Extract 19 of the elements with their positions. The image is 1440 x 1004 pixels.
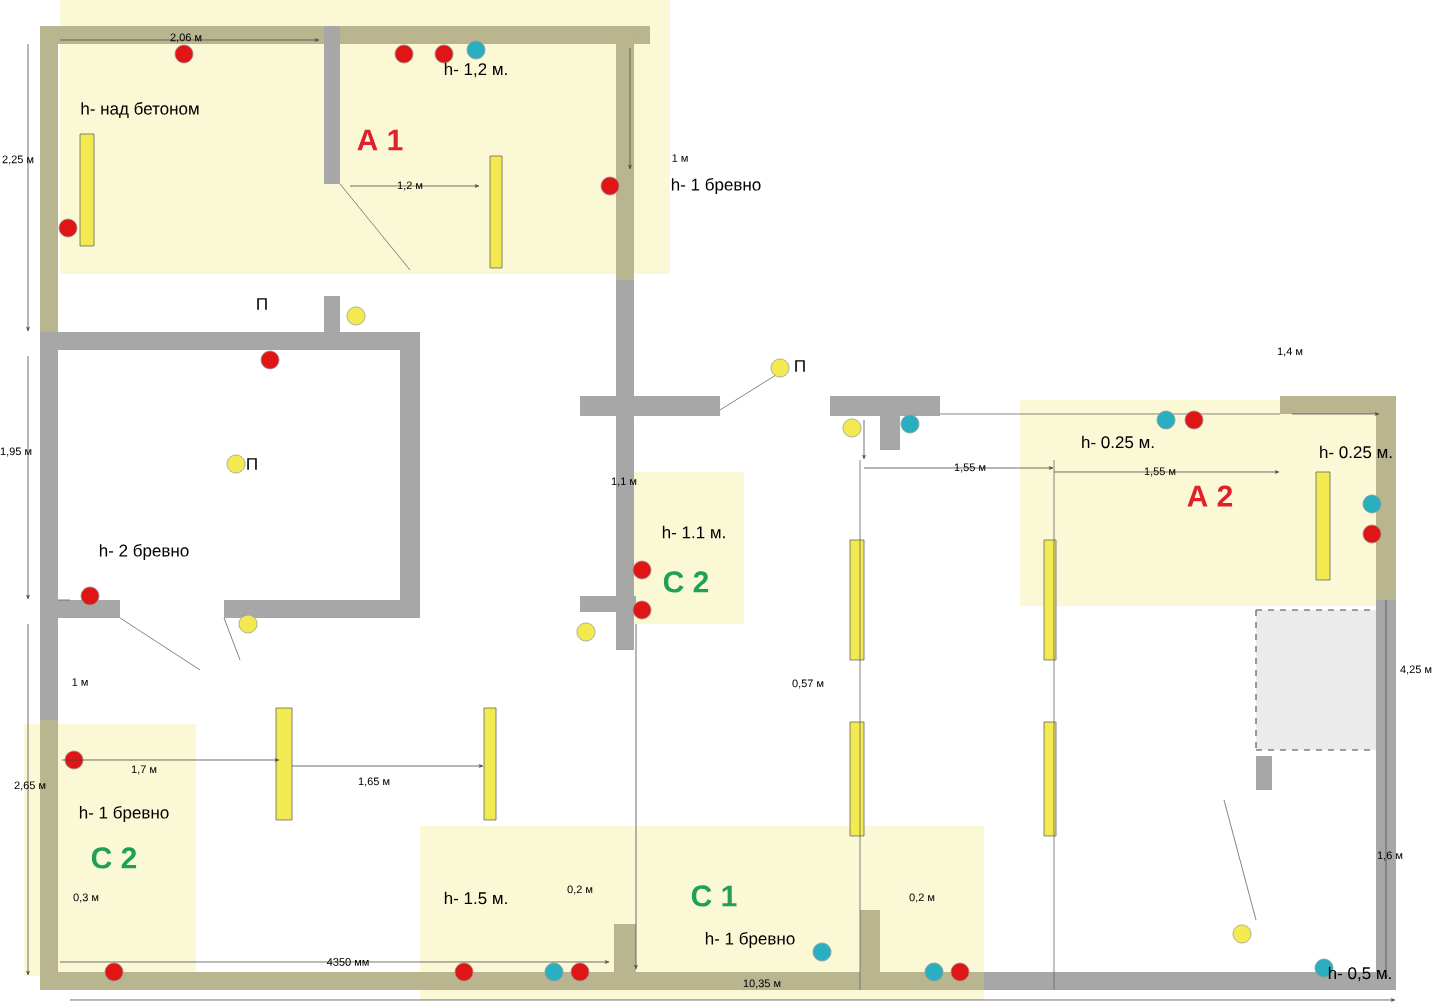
zone-label: С 1 (691, 885, 737, 907)
height-note: h- 1 бревно (671, 177, 761, 194)
height-note: h- 1,2 м. (444, 62, 507, 78)
height-note: h- 0.25 м. (1082, 435, 1154, 449)
switch-label: П (257, 298, 267, 310)
zone-label: С 2 (91, 847, 137, 869)
switch-label: П (795, 360, 805, 372)
height-note: h- 1 бревно (79, 805, 169, 822)
zone-label: А 1 (357, 129, 403, 151)
height-note: h- 1 бревно (705, 931, 795, 948)
height-note: h- 1.5 м. (444, 891, 507, 905)
height-note: h- 1.1 м. (662, 525, 725, 539)
height-note: h- над бетоном (81, 102, 199, 118)
height-note: h- 2 бревно (99, 543, 189, 560)
zone-label: С 2 (663, 571, 709, 593)
zone-label: А 2 (1187, 485, 1233, 507)
height-note: h- 0.25 м. (1320, 445, 1392, 459)
switch-label: П (247, 458, 257, 470)
height-note: h- 0,5 м. (1328, 966, 1391, 982)
